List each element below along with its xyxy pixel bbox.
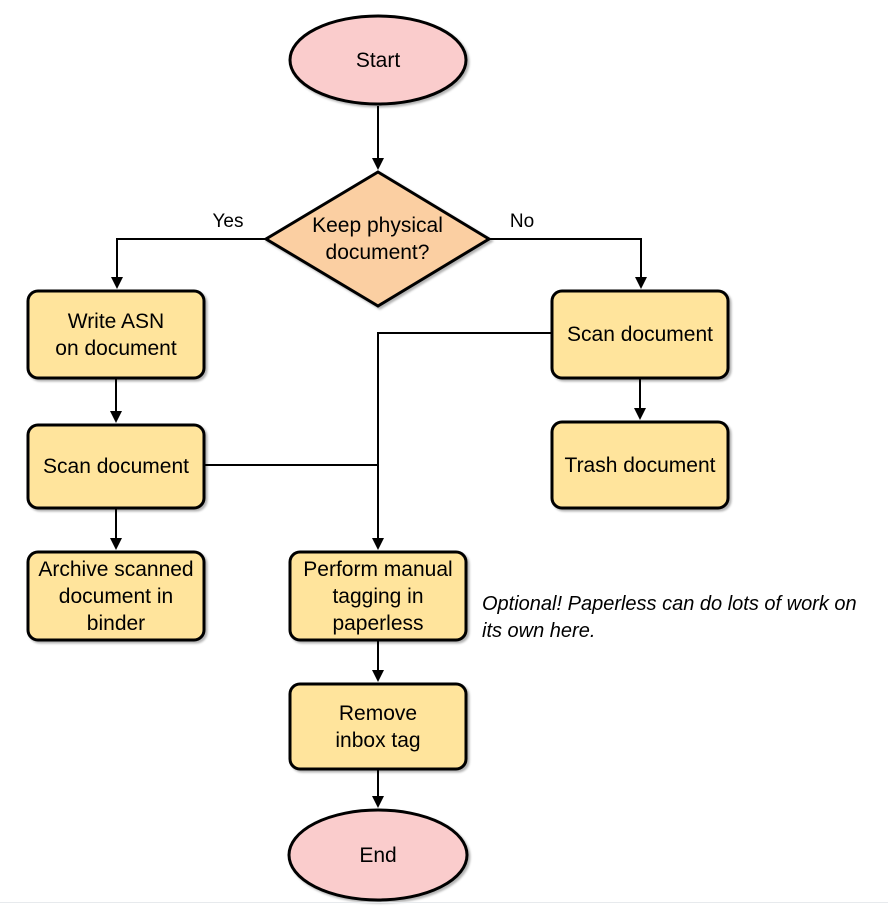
tagging-node-shape <box>288 550 468 642</box>
start-node-shape <box>288 14 468 106</box>
edge-decision-yes-to-write-asn <box>111 238 266 289</box>
bottom-divider <box>0 902 888 903</box>
no-edge-label: No <box>509 211 535 232</box>
edge-decision-no-to-scan-right <box>489 238 647 289</box>
write-asn-node-shape <box>26 289 206 380</box>
remove-inbox-node-shape <box>288 682 468 771</box>
scan-document-right-node-shape <box>550 289 730 380</box>
end-node-shape <box>287 808 469 902</box>
trash-node-shape <box>550 420 730 510</box>
optional-note: Optional! Paperless can do lots of work … <box>482 593 857 642</box>
archive-node-shape <box>26 550 206 642</box>
yes-edge-label: Yes <box>212 211 244 232</box>
scan-document-left-node-shape <box>26 423 206 510</box>
edge-scan-right-to-tagging <box>372 332 552 550</box>
decision-node-shape <box>263 170 492 308</box>
